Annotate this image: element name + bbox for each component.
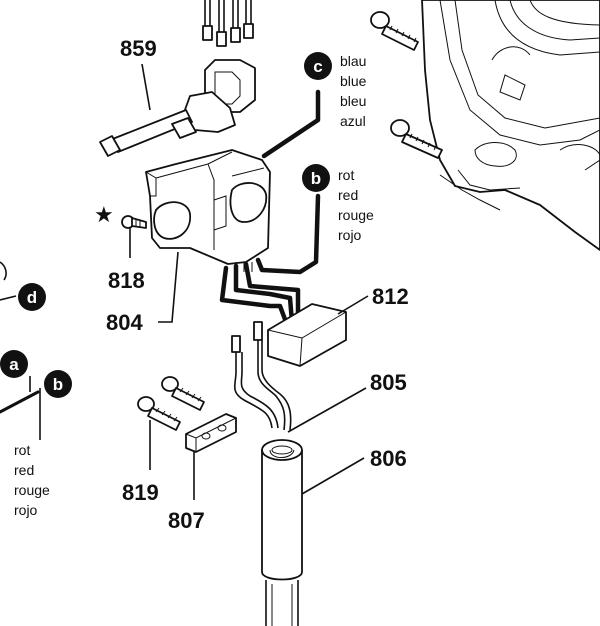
wire-label-b: rot red rouge rojo (338, 167, 374, 243)
part-number-806: 806 (370, 446, 407, 471)
housing-screw-bottom (390, 119, 443, 159)
callout-d: d (18, 283, 46, 311)
wire-label-b2-4: rojo (14, 502, 38, 518)
part-807-clamp (185, 413, 237, 453)
wire-label-b2-2: red (14, 462, 34, 478)
switch-wires (219, 89, 321, 325)
part-number-818: 818 (108, 268, 145, 293)
leader-806 (301, 457, 365, 495)
wire-label-b-lower: rot red rouge rojo (14, 442, 50, 518)
top-wires (202, 0, 254, 47)
housing-screw-top (370, 11, 419, 51)
part-859-connector (99, 59, 256, 157)
part-number-804: 804 (106, 310, 143, 335)
leader-805 (287, 387, 367, 433)
leader-804 (158, 251, 179, 323)
wire-label-b-2: red (338, 187, 358, 203)
callout-b-letter: b (311, 169, 321, 188)
part-805-cable-ends (231, 321, 292, 431)
wire-label-b-4: rojo (338, 227, 362, 243)
part-819-screws (137, 376, 205, 431)
callout-b-lower: b (44, 370, 72, 398)
part-818-screw (121, 215, 147, 229)
part-804-switch (145, 149, 271, 272)
part-number-859: 859 (120, 36, 157, 61)
part-number-819: 819 (122, 480, 159, 505)
part-number-807: 807 (168, 508, 205, 533)
part-number-805: 805 (370, 370, 407, 395)
callout-d-letter: d (27, 288, 37, 307)
wire-label-c-1: blau (340, 53, 366, 69)
callout-c-letter: c (313, 57, 322, 76)
star-icon: ★ (94, 203, 114, 228)
callout-b-lower-letter: b (53, 375, 63, 394)
part-812-capacitor (267, 303, 347, 367)
part-806-cable-sleeve (261, 439, 303, 626)
wire-label-c-4: azul (340, 113, 366, 129)
leader-812 (337, 295, 369, 315)
wire-label-c-2: blue (340, 73, 367, 89)
wire-label-b-1: rot (338, 167, 354, 183)
wire-label-c: blau blue bleu azul (340, 53, 367, 129)
part-number-812: 812 (372, 284, 409, 309)
callout-a: a (0, 350, 28, 378)
callout-b: b (302, 164, 330, 192)
wire-label-b2-3: rouge (14, 482, 50, 498)
wire-label-c-3: bleu (340, 93, 366, 109)
wire-label-b2-1: rot (14, 442, 30, 458)
callout-a-letter: a (9, 355, 19, 374)
wire-label-b-3: rouge (338, 207, 374, 223)
callout-c: c (304, 52, 332, 80)
left-fragment (0, 261, 41, 440)
tool-housing (421, 0, 600, 251)
leader-859 (141, 63, 151, 111)
